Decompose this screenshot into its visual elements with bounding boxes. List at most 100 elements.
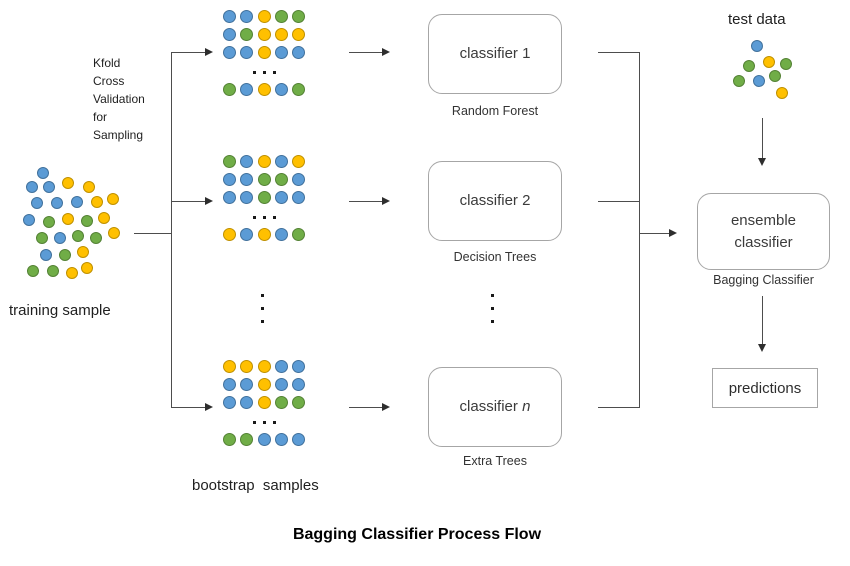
bootstrap-dot bbox=[292, 378, 305, 391]
training-sample-dot bbox=[108, 227, 120, 239]
training-sample-dot bbox=[59, 249, 71, 261]
bootstrap-dot bbox=[223, 396, 236, 409]
bootstrap-dot bbox=[292, 28, 305, 41]
bootstrap-dot bbox=[223, 155, 236, 168]
bootstrap-dot bbox=[257, 10, 271, 23]
training-sample-dot bbox=[27, 265, 39, 277]
training-sample-dot bbox=[31, 197, 43, 209]
bootstrap-grid-2 bbox=[223, 155, 309, 243]
bootstrap-dot bbox=[274, 28, 288, 41]
test-data-dot bbox=[743, 60, 755, 72]
bootstrap-dot bbox=[274, 378, 288, 391]
training-sample-dot bbox=[66, 267, 78, 279]
bootstrap-dot bbox=[257, 155, 271, 168]
training-sample-dot bbox=[51, 197, 63, 209]
training-sample-dot bbox=[36, 232, 48, 244]
bootstrap-dot bbox=[274, 155, 288, 168]
branch-arrow-2-head bbox=[205, 197, 213, 205]
bootstrap-dot bbox=[257, 227, 271, 241]
bootstrap-dot bbox=[240, 10, 254, 23]
bootstrap-dot bbox=[223, 360, 236, 373]
training-sample-dot bbox=[77, 246, 89, 258]
bootstrap-dot bbox=[257, 173, 271, 186]
predictions-arrow-line bbox=[761, 296, 763, 344]
bootstrap-dot bbox=[292, 173, 305, 186]
training-sample-dot bbox=[54, 232, 66, 244]
collector-line-3 bbox=[598, 406, 639, 408]
grid-ellipsis-dot bbox=[273, 216, 276, 219]
bootstrap-dot bbox=[274, 191, 288, 204]
bootstrap-dot bbox=[292, 396, 305, 409]
collector-line-2 bbox=[598, 200, 639, 202]
classifier-2-label: classifier 2 bbox=[459, 192, 531, 210]
predictions-arrow-head bbox=[758, 344, 766, 352]
bootstrap-dot bbox=[257, 28, 271, 41]
bootstrap-dot bbox=[274, 173, 288, 186]
bootstrap-vertical-ellipsis bbox=[261, 294, 264, 333]
grid-arrow-2-line bbox=[349, 200, 382, 202]
grid-ellipsis-dot bbox=[253, 421, 256, 424]
test-data-dot bbox=[776, 87, 788, 99]
ensemble-classifier-label: ensemble classifier bbox=[730, 211, 797, 251]
bootstrap-dot bbox=[223, 378, 236, 391]
bootstrap-dot bbox=[274, 82, 288, 96]
bootstrap-dot bbox=[223, 173, 236, 186]
bootstrap-dot bbox=[257, 46, 271, 59]
ensemble-arrow-head bbox=[669, 229, 677, 237]
bootstrap-dot bbox=[274, 360, 288, 373]
ensemble-classifier-box: ensemble classifier bbox=[697, 193, 830, 270]
kfold-note: Kfold Cross Validation for Sampling bbox=[93, 56, 145, 142]
branch-arrow-1-line bbox=[171, 51, 205, 53]
bootstrap-dot bbox=[240, 82, 254, 96]
training-sample-dot bbox=[90, 232, 102, 244]
bootstrap-dot bbox=[240, 396, 254, 409]
classifier-1-type: Random Forest bbox=[451, 104, 539, 118]
bootstrap-dot bbox=[274, 396, 288, 409]
classifier-2-type: Decision Trees bbox=[453, 250, 537, 264]
branch-arrow-2-line bbox=[171, 200, 205, 202]
bootstrap-dot bbox=[292, 227, 305, 241]
grid-ellipsis-dot bbox=[273, 421, 276, 424]
bootstrap-dot bbox=[292, 360, 305, 373]
training-sample-dot bbox=[62, 213, 74, 225]
bootstrap-dot bbox=[240, 28, 254, 41]
bootstrap-dot bbox=[240, 227, 254, 241]
bootstrap-dot bbox=[240, 191, 254, 204]
grid-arrow-1-head bbox=[382, 48, 390, 56]
training-sample-dot bbox=[107, 193, 119, 205]
collector-line-1 bbox=[598, 51, 639, 53]
bootstrap-dot bbox=[274, 10, 288, 23]
bootstrap-dot bbox=[223, 227, 236, 241]
bootstrap-dot bbox=[292, 82, 305, 96]
test-data-dot bbox=[753, 75, 765, 87]
grid-ellipsis-dot bbox=[253, 71, 256, 74]
training-sample-dot bbox=[43, 181, 55, 193]
training-sample-dot bbox=[37, 167, 49, 179]
test-data-label: test data bbox=[728, 11, 786, 28]
test-data-dot bbox=[780, 58, 792, 70]
grid-arrow-2-head bbox=[382, 197, 390, 205]
classifier-vertical-ellipsis bbox=[491, 294, 494, 333]
training-sample-dot bbox=[62, 177, 74, 189]
bootstrap-grid-1 bbox=[223, 10, 309, 98]
bootstrap-dot bbox=[257, 432, 271, 446]
test-data-dot bbox=[769, 70, 781, 82]
training-sample-dot bbox=[83, 181, 95, 193]
collector-vertical-line bbox=[638, 51, 640, 408]
branch-arrow-3-head bbox=[205, 403, 213, 411]
bootstrap-dot bbox=[240, 360, 254, 373]
training-sample-label: training sample bbox=[9, 302, 111, 319]
bootstrap-dot bbox=[292, 10, 305, 23]
ensemble-classifier-type: Bagging Classifier bbox=[713, 273, 814, 287]
training-sample-dot bbox=[40, 249, 52, 261]
training-sample-dot bbox=[71, 196, 83, 208]
bootstrap-dot bbox=[240, 173, 254, 186]
grid-arrow-1-line bbox=[349, 51, 382, 53]
bootstrap-dot bbox=[292, 155, 305, 168]
training-sample-dot bbox=[81, 215, 93, 227]
bootstrap-dot bbox=[223, 10, 236, 23]
bootstrap-dot bbox=[257, 191, 271, 204]
